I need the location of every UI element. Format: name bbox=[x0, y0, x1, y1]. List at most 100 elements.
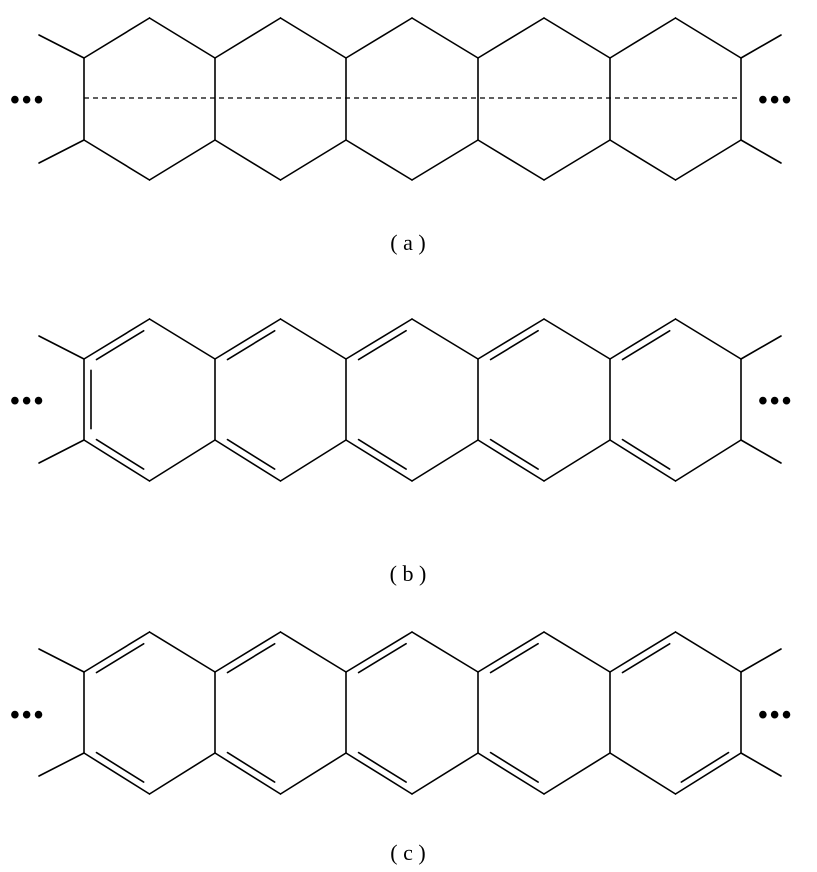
ring-0-lower-left-bond bbox=[83, 439, 151, 482]
ring-4-upper-right-bond bbox=[674, 318, 742, 360]
right-lower-stub bbox=[740, 139, 782, 164]
ring-4-upper-right-bond bbox=[674, 631, 742, 673]
ring-1-lower-left-bond bbox=[214, 439, 282, 482]
ring-3-upper-right-bond bbox=[543, 631, 611, 673]
ring-2-lower-left-bond bbox=[345, 752, 413, 795]
ring-2-upper-left-double bbox=[357, 329, 407, 361]
panel-a: ••• ••• ( a ) bbox=[10, 17, 793, 255]
ring-0-upper-left-bond bbox=[83, 631, 151, 673]
panel-c-bonds bbox=[38, 631, 782, 795]
ring-0-lower-left-bond bbox=[83, 139, 151, 181]
ring-0-lower-left-bond bbox=[83, 752, 151, 795]
panel-b: ••• ••• ( b ) bbox=[10, 318, 793, 586]
ring-0-upper-right-bond bbox=[148, 17, 216, 59]
panel-a-caption: ( a ) bbox=[390, 230, 425, 255]
ring-4-lower-left-double bbox=[621, 438, 671, 470]
left-lower-stub bbox=[38, 439, 85, 464]
ring-0-upper-left-double bbox=[95, 329, 145, 361]
ring-1-upper-left-double bbox=[226, 329, 276, 361]
ring-0-lower-left-double bbox=[95, 751, 145, 783]
ring-1-lower-right-bond bbox=[279, 139, 347, 181]
ring-4-lower-left-bond bbox=[609, 752, 677, 795]
ring-3-upper-left-bond bbox=[477, 631, 545, 673]
left-upper-stub bbox=[38, 34, 85, 59]
ring-0-lower-right-bond bbox=[148, 752, 216, 795]
right-lower-stub bbox=[740, 752, 782, 777]
panel-a-right-ellipsis: ••• bbox=[758, 85, 793, 116]
ring-4-upper-right-bond bbox=[674, 17, 742, 59]
panel-c-left-ellipsis: ••• bbox=[10, 700, 45, 731]
left-upper-stub bbox=[38, 335, 85, 360]
ring-0-lower-right-bond bbox=[148, 139, 216, 181]
panel-b-right-ellipsis: ••• bbox=[758, 386, 793, 417]
ring-3-lower-left-bond bbox=[477, 752, 545, 795]
ring-3-lower-left-bond bbox=[477, 439, 545, 482]
panel-b-caption: ( b ) bbox=[390, 561, 427, 586]
panel-c-caption: ( c ) bbox=[390, 840, 425, 865]
panel-b-left-ellipsis: ••• bbox=[10, 386, 45, 417]
ring-4-lower-right-bond bbox=[674, 439, 742, 482]
right-upper-stub bbox=[740, 335, 782, 360]
ring-1-lower-right-bond bbox=[279, 439, 347, 482]
ring-3-upper-right-bond bbox=[543, 17, 611, 59]
ring-2-upper-right-bond bbox=[411, 318, 479, 360]
ring-3-lower-right-bond bbox=[543, 439, 611, 482]
ring-2-lower-left-double bbox=[357, 438, 407, 470]
ring-3-lower-left-double bbox=[489, 751, 539, 783]
ring-2-lower-right-bond bbox=[411, 139, 479, 181]
ring-2-lower-right-bond bbox=[411, 752, 479, 795]
ring-4-upper-left-bond bbox=[609, 631, 677, 673]
ring-2-lower-left-bond bbox=[345, 139, 413, 181]
right-lower-stub bbox=[740, 439, 782, 464]
ring-2-lower-right-bond bbox=[411, 439, 479, 482]
ring-2-upper-right-bond bbox=[411, 631, 479, 673]
ring-2-upper-right-bond bbox=[411, 17, 479, 59]
panel-c: ••• ••• ( c ) bbox=[10, 631, 793, 865]
ring-1-upper-left-double bbox=[226, 642, 276, 674]
panel-a-bonds bbox=[38, 17, 782, 181]
ring-3-lower-left-double bbox=[489, 438, 539, 470]
ring-1-upper-right-bond bbox=[279, 318, 347, 360]
ring-3-upper-left-bond bbox=[477, 17, 545, 59]
ring-0-lower-left-double bbox=[95, 438, 145, 470]
right-upper-stub bbox=[740, 648, 782, 673]
ring-0-upper-left-bond bbox=[83, 318, 151, 360]
ring-0-upper-left-bond bbox=[83, 17, 151, 59]
ring-2-upper-left-bond bbox=[345, 17, 413, 59]
ring-3-upper-left-bond bbox=[477, 318, 545, 360]
ring-1-upper-left-bond bbox=[214, 631, 282, 673]
ring-4-lower-right-double bbox=[680, 751, 730, 783]
ring-1-lower-right-bond bbox=[279, 752, 347, 795]
ring-1-lower-left-bond bbox=[214, 752, 282, 795]
ring-1-upper-left-bond bbox=[214, 17, 282, 59]
ring-4-upper-left-double bbox=[621, 329, 671, 361]
ring-2-upper-left-double bbox=[357, 642, 407, 674]
ring-1-lower-left-bond bbox=[214, 139, 282, 181]
ring-3-lower-left-bond bbox=[477, 139, 545, 181]
ring-4-upper-left-bond bbox=[609, 17, 677, 59]
ring-3-lower-right-bond bbox=[543, 139, 611, 181]
ring-1-lower-left-double bbox=[226, 751, 276, 783]
ring-1-upper-right-bond bbox=[279, 17, 347, 59]
right-upper-stub bbox=[740, 34, 782, 59]
panel-b-bonds bbox=[38, 318, 782, 482]
ring-1-upper-right-bond bbox=[279, 631, 347, 673]
ring-0-upper-left-double bbox=[95, 642, 145, 674]
left-lower-stub bbox=[38, 139, 85, 164]
ring-0-upper-right-bond bbox=[148, 318, 216, 360]
ring-3-upper-right-bond bbox=[543, 318, 611, 360]
ring-4-upper-left-bond bbox=[609, 318, 677, 360]
ring-3-upper-left-double bbox=[489, 329, 539, 361]
ring-2-upper-left-bond bbox=[345, 631, 413, 673]
ring-2-lower-left-double bbox=[357, 751, 407, 783]
ring-3-upper-left-double bbox=[489, 642, 539, 674]
left-lower-stub bbox=[38, 752, 85, 777]
ring-2-upper-left-bond bbox=[345, 318, 413, 360]
ring-4-upper-left-double bbox=[621, 642, 671, 674]
ring-2-lower-left-bond bbox=[345, 439, 413, 482]
panel-c-right-ellipsis: ••• bbox=[758, 700, 793, 731]
ring-4-lower-left-bond bbox=[609, 439, 677, 482]
ring-3-lower-right-bond bbox=[543, 752, 611, 795]
ring-0-upper-right-bond bbox=[148, 631, 216, 673]
